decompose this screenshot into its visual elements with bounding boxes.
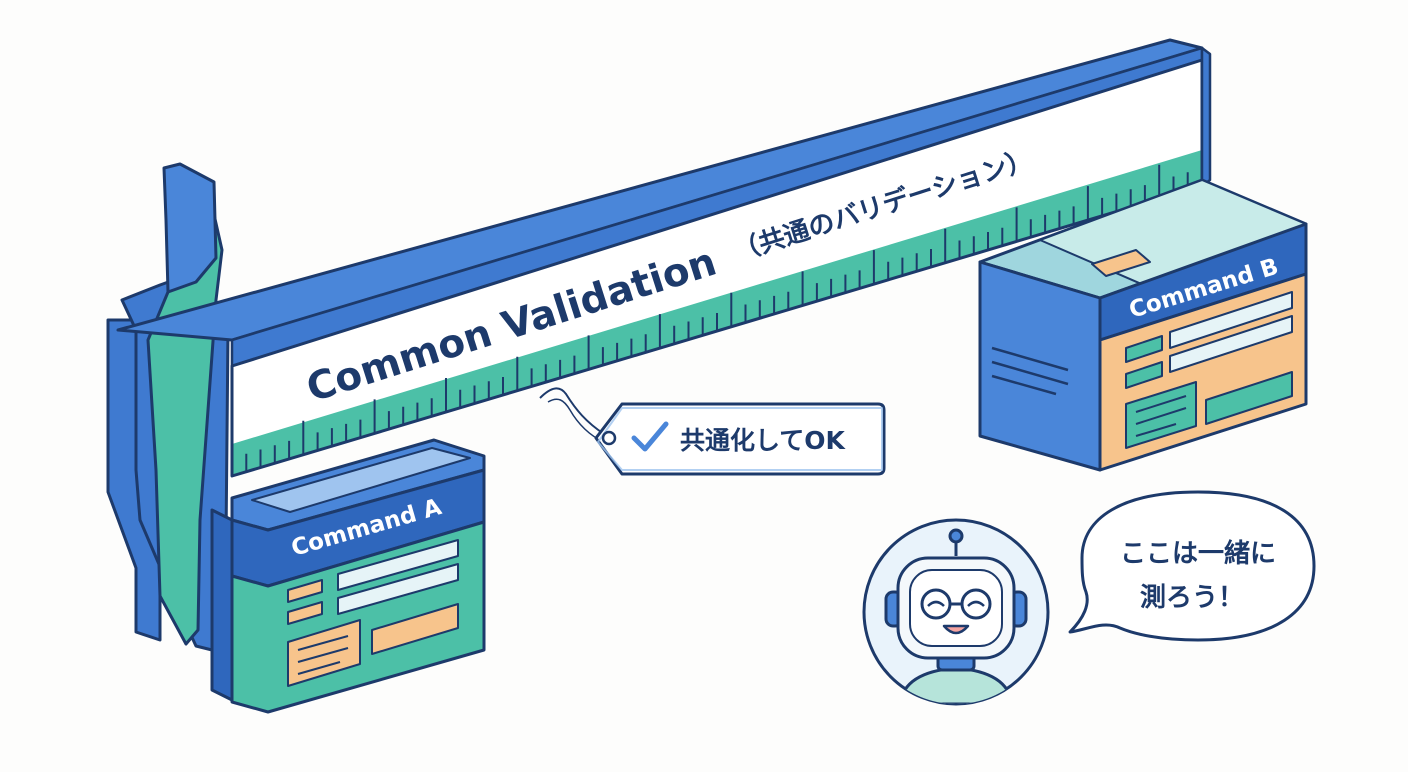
- ok-tag: 共通化してOK: [539, 387, 886, 476]
- robot-icon: [862, 518, 1050, 706]
- command-b-box: [978, 178, 1308, 472]
- ok-tag-label: 共通化してOK: [680, 426, 847, 455]
- caliper-jaw: [106, 162, 230, 652]
- speech-line-2: 測ろう！: [1140, 583, 1244, 613]
- command-a-box: [210, 438, 486, 714]
- speech-bubble: ここは一緒に 測ろう！: [1068, 490, 1316, 642]
- speech-line-1: ここは一緒に: [1120, 538, 1276, 569]
- check-icon: [631, 421, 669, 452]
